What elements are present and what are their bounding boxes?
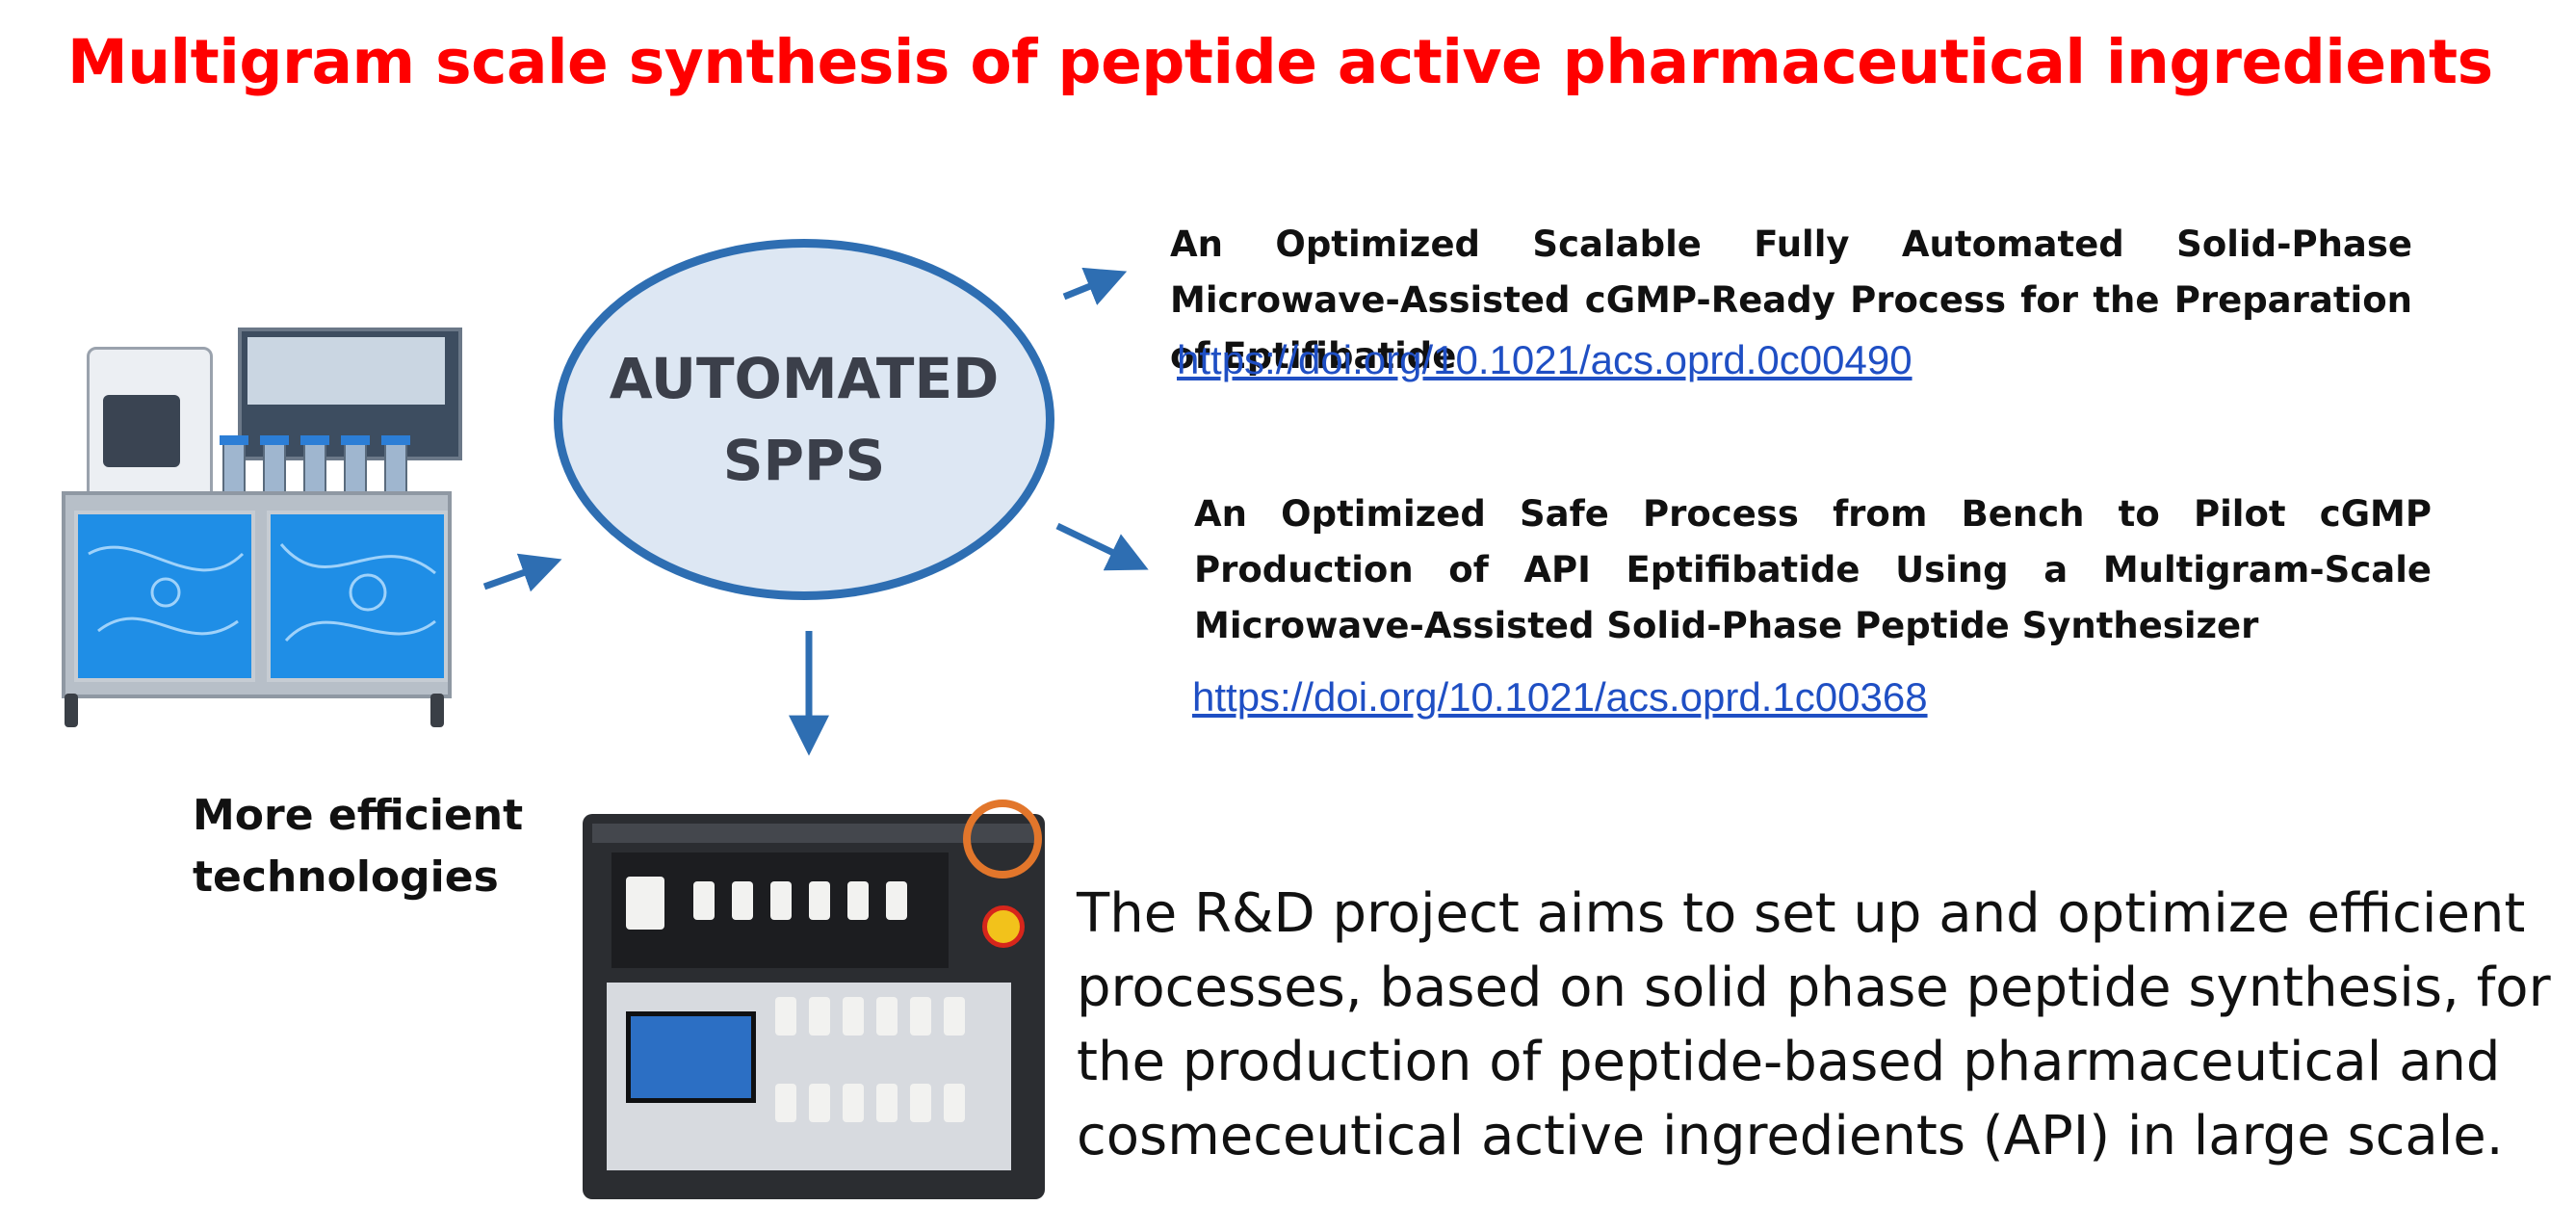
reference-1-doi-link[interactable]: https://doi.org/10.1021/acs.oprd.0c00490: [1177, 337, 1912, 382]
technologies-line-1: More efficient: [193, 791, 524, 840]
technologies-label: More efficient technologies: [193, 785, 523, 908]
arrow-icon: [482, 553, 562, 592]
automated-synthesizer-image: [583, 800, 1050, 1204]
automated-spps-ellipse: AUTOMATED SPPS: [554, 239, 1054, 600]
project-description: The R&D project aims to set up and optim…: [1077, 882, 2551, 1167]
page-title: Multigram scale synthesis of peptide act…: [67, 27, 2493, 97]
ellipse-line-2: SPPS: [722, 427, 886, 493]
arrow-icon: [1062, 267, 1128, 305]
technologies-line-2: technologies: [193, 852, 499, 902]
reference-2-title: An Optimized Safe Process from Bench to …: [1194, 493, 2432, 646]
arrow-icon: [1055, 522, 1149, 571]
reference-1-title: An Optimized Scalable Fully Automated So…: [1170, 223, 2412, 377]
synthesizer-image: [60, 323, 462, 727]
ellipse-line-1: AUTOMATED: [609, 346, 1000, 412]
reference-2-doi-link[interactable]: https://doi.org/10.1021/acs.oprd.1c00368: [1192, 674, 1928, 720]
